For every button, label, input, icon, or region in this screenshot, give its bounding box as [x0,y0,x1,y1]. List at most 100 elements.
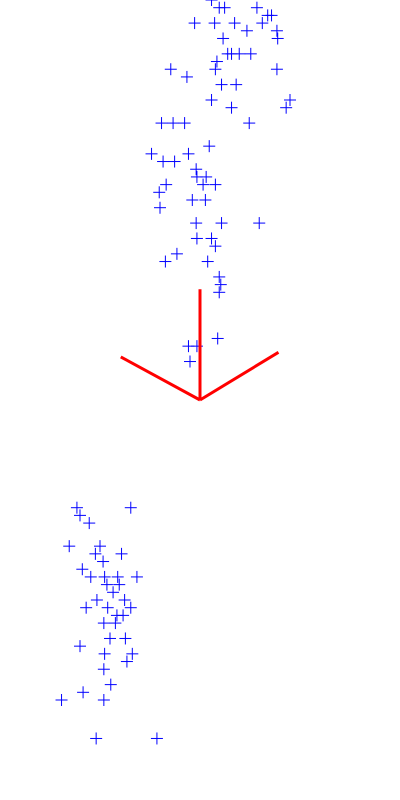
data-point [184,355,196,368]
data-point [208,17,221,30]
data-point [170,247,183,260]
data-point [233,47,246,60]
vectors-layer [120,289,280,402]
data-point [228,17,241,30]
data-point [190,232,203,245]
data-point [97,694,110,706]
data-point [214,278,227,291]
data-point [100,578,113,591]
data-point [230,78,243,91]
data-point [89,547,102,560]
data-point [209,63,222,76]
data-point [97,663,110,676]
data-point [63,540,76,553]
data-point [215,217,228,230]
data-point [104,678,117,691]
data-point [164,63,177,76]
data-point [201,255,214,268]
data-point [280,101,293,114]
data-point [180,70,193,83]
data-point [159,255,172,268]
data-point [178,117,191,130]
data-point [253,217,266,230]
data-point [205,94,218,106]
data-point [167,117,180,130]
points-layer [55,0,296,745]
data-point [124,501,137,514]
data-point [80,601,93,614]
data-point [215,78,228,91]
data-point [101,601,114,614]
data-point [113,578,126,591]
data-point [130,570,143,583]
data-point [110,609,123,622]
data-point [205,0,218,6]
data-point [104,632,116,645]
data-point [98,647,111,660]
data-point [150,732,163,745]
data-point [97,617,110,630]
data-point [107,586,120,599]
data-point [126,647,139,660]
data-point [284,94,296,106]
data-point [203,140,216,153]
data-point [55,694,68,706]
data-point [155,117,168,130]
data-point [118,594,131,606]
data-point [200,170,213,183]
data-point [243,117,256,130]
data-point [84,570,97,583]
data-point [270,24,283,37]
data-point [70,501,83,514]
data-point [111,570,124,583]
data-point [157,155,170,168]
data-point [74,640,86,653]
data-point [244,47,257,60]
data-point [190,217,203,230]
data-point [74,509,86,522]
data-point [186,194,199,206]
data-point [83,517,96,530]
data-point [98,570,111,583]
vector-line [120,355,201,402]
data-point [97,555,110,568]
data-point [168,155,181,168]
data-point [265,9,278,22]
data-point [190,163,203,176]
data-point [270,63,283,76]
data-point [250,1,263,14]
data-point [77,686,90,699]
data-point [213,270,226,283]
data-point [76,563,89,576]
data-point [94,540,106,553]
data-point [188,17,201,30]
data-point [120,655,133,668]
data-point [182,147,195,160]
data-point [240,24,253,37]
data-point [154,201,166,214]
vector-line [199,351,280,402]
data-point [145,147,158,160]
data-point [124,601,137,614]
data-point [217,32,230,45]
data-point [271,32,284,45]
data-point [90,594,103,606]
data-point [256,17,269,30]
data-point [90,732,103,745]
data-point [211,332,224,345]
data-point [205,232,218,245]
data-point [199,194,212,206]
data-point [225,101,238,114]
data-point [209,240,222,253]
data-point [153,186,166,199]
data-point [209,178,222,191]
data-point [119,632,132,645]
data-point [210,55,223,68]
data-point [109,617,122,630]
data-point [160,178,173,191]
data-point [218,1,231,14]
data-point [213,286,226,299]
data-point [115,547,128,560]
data-point [197,178,210,191]
